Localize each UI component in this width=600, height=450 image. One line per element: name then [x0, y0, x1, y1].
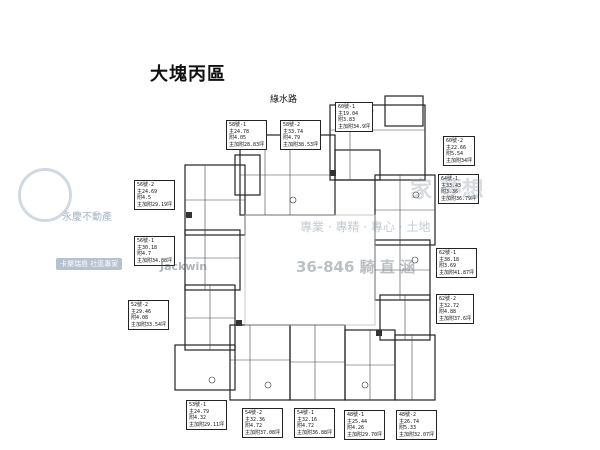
road-label: 綠水路: [270, 95, 298, 105]
page-title: 大塊丙區: [150, 64, 226, 85]
watermark-logo-icon: [18, 168, 72, 222]
